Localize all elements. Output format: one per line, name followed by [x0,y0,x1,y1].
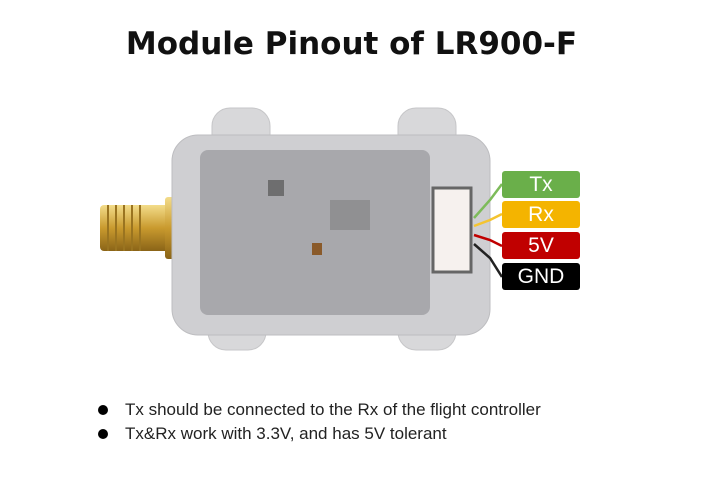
bullet-icon [98,429,108,439]
bullet-icon [98,405,108,415]
list-item: Tx&Rx work with 3.3V, and has 5V toleran… [98,422,541,446]
connector-housing [431,186,473,274]
pcb [200,150,430,315]
note-text: Tx&Rx work with 3.3V, and has 5V toleran… [125,424,447,443]
pin-label-rx: Rx [502,201,580,228]
note-text: Tx should be connected to the Rx of the … [125,400,541,419]
list-item: Tx should be connected to the Rx of the … [98,398,541,422]
page-title: Module Pinout of LR900-F [125,26,578,62]
pin-label-tx: Tx [502,171,580,198]
pin-label-gnd: GND [502,263,580,290]
wires [473,183,504,278]
pin-label-5v: 5V [502,232,580,259]
notes-list: Tx should be connected to the Rx of the … [98,398,541,446]
